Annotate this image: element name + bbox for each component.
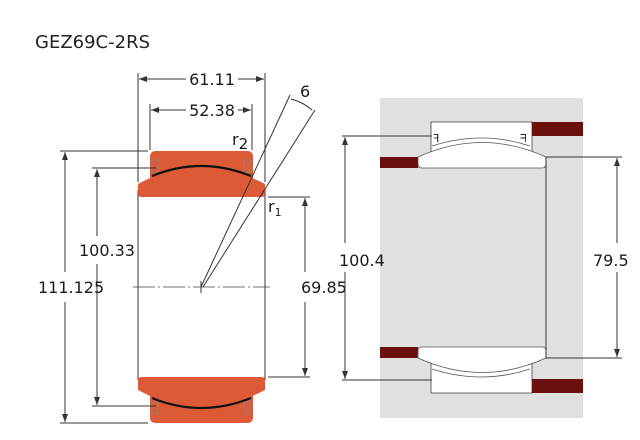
mounting-view: ꟻ ᖷ 100.4 79.5 — [339, 98, 629, 418]
svg-text:ᖷ: ᖷ — [520, 132, 527, 145]
dim-sphere-diameter: 100.33 — [79, 241, 135, 260]
shaft-shoulder-top — [380, 157, 418, 168]
bearing-section-view: 61.11 52.38 6 r2 r1 111.125 100.33 69.85 — [38, 70, 347, 424]
housing-shoulder-top — [532, 122, 583, 136]
dim-outer-width: 61.11 — [189, 70, 235, 89]
svg-text:ꟻ: ꟻ — [433, 132, 439, 145]
dim-outer-diameter: 111.125 — [38, 278, 104, 297]
inner-ring-top — [138, 167, 265, 197]
dim-shaft-shoulder: 79.5 — [593, 251, 629, 270]
dim-inner-width: 52.38 — [189, 101, 235, 120]
mount-top: ꟻ ᖷ — [380, 121, 583, 169]
ring-top — [138, 151, 265, 197]
mount-bottom — [380, 346, 583, 394]
dim-tilt-angle: 6 — [300, 82, 310, 101]
dim-housing-shoulder: 100.4 — [339, 251, 385, 270]
part-number-title: GEZ69C-2RS — [35, 32, 151, 53]
label-r2: r2 — [232, 130, 248, 153]
dim-bore: 69.85 — [301, 278, 347, 297]
ring-bottom — [138, 377, 265, 423]
label-r1: r1 — [268, 197, 282, 219]
